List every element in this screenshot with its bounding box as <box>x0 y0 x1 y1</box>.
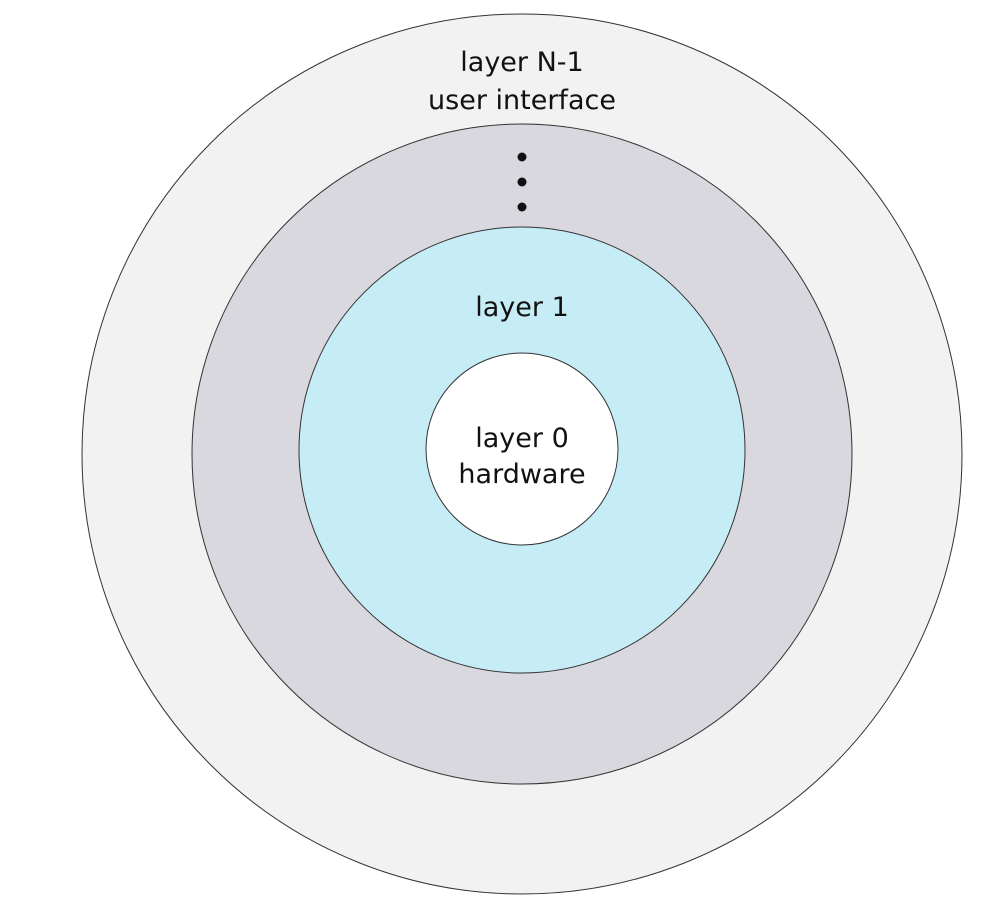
ellipsis-dot <box>517 152 527 162</box>
inner-layer-title: layer 1 <box>475 292 569 323</box>
ellipsis-dots <box>517 152 527 212</box>
outer-layer-subtitle: user interface <box>428 85 616 116</box>
outer-layer-title: layer N-1 <box>460 47 583 78</box>
core-circle <box>425 352 619 546</box>
ellipsis-dot <box>517 177 527 187</box>
core-layer-title: layer 0 <box>475 423 569 454</box>
core-layer-subtitle: hardware <box>458 459 585 490</box>
ellipsis-dot <box>517 202 527 212</box>
